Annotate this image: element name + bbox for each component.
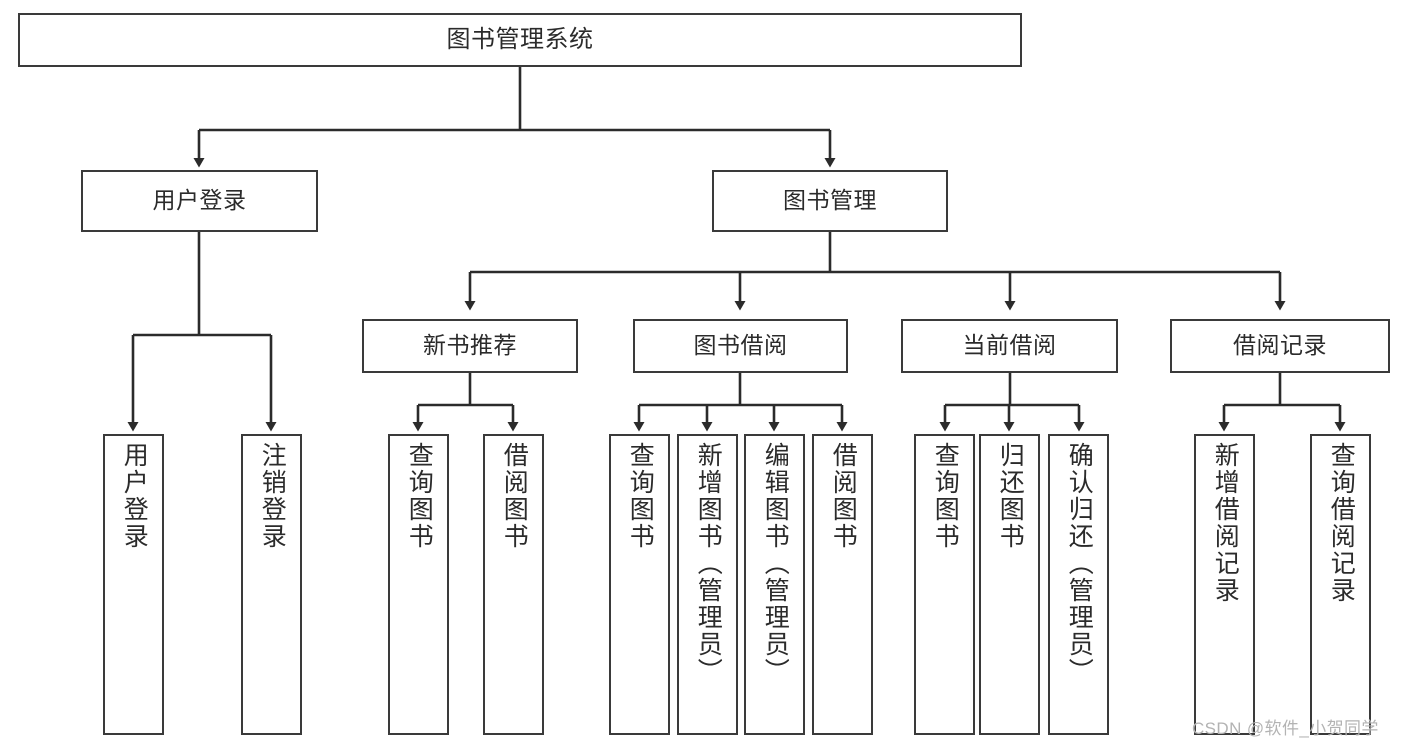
leaf-borrow-edit-book[interactable]: 编辑图书（管理员） [744,434,805,735]
node-label: 查询图书 [931,442,960,550]
node-root-system[interactable]: 图书管理系统 [18,13,1022,67]
node-label: 借阅图书 [500,442,529,550]
node-label: 当前借阅 [962,332,1057,359]
leaf-current-return-book[interactable]: 归还图书 [979,434,1040,735]
leaf-borrow-borrow-book[interactable]: 借阅图书 [812,434,873,735]
leaf-borrow-query-book[interactable]: 查询图书 [609,434,670,735]
node-label: 查询图书 [626,442,655,550]
node-borrow-record[interactable]: 借阅记录 [1170,319,1390,373]
node-current-borrow[interactable]: 当前借阅 [901,319,1118,373]
leaf-record-query[interactable]: 查询借阅记录 [1310,434,1371,735]
node-label: 归还图书 [996,442,1025,550]
csdn-watermark: CSDN @软件_小贺同学 [1192,719,1379,738]
node-label: 新增借阅记录 [1211,442,1240,604]
node-label: 图书管理 [783,187,877,214]
node-label: 查询借阅记录 [1327,442,1356,604]
node-label: 图书借阅 [693,332,788,359]
node-label: 新增图书（管理员） [694,442,723,685]
node-label: 用户登录 [152,187,247,214]
node-book-management[interactable]: 图书管理 [712,170,948,232]
node-label: 用户登录 [120,442,149,550]
node-new-book-recommend[interactable]: 新书推荐 [362,319,578,373]
node-label: 查询图书 [405,442,434,550]
leaf-current-query-book[interactable]: 查询图书 [914,434,975,735]
leaf-current-confirm-return[interactable]: 确认归还（管理员） [1048,434,1109,735]
node-book-borrow[interactable]: 图书借阅 [633,319,848,373]
node-label: 借阅记录 [1233,332,1327,359]
node-label: 新书推荐 [423,332,517,359]
node-user-login[interactable]: 用户登录 [81,170,318,232]
leaf-user-logout[interactable]: 注销登录 [241,434,302,735]
leaf-new-book-query[interactable]: 查询图书 [388,434,449,735]
node-label: 编辑图书（管理员） [761,442,790,685]
node-label: 图书管理系统 [446,25,594,53]
node-label: 注销登录 [258,442,287,550]
node-label: 借阅图书 [829,442,858,550]
leaf-borrow-add-book[interactable]: 新增图书（管理员） [677,434,738,735]
node-label: 确认归还（管理员） [1065,442,1094,685]
leaf-user-login[interactable]: 用户登录 [103,434,164,735]
leaf-record-add[interactable]: 新增借阅记录 [1194,434,1255,735]
leaf-new-book-borrow[interactable]: 借阅图书 [483,434,544,735]
